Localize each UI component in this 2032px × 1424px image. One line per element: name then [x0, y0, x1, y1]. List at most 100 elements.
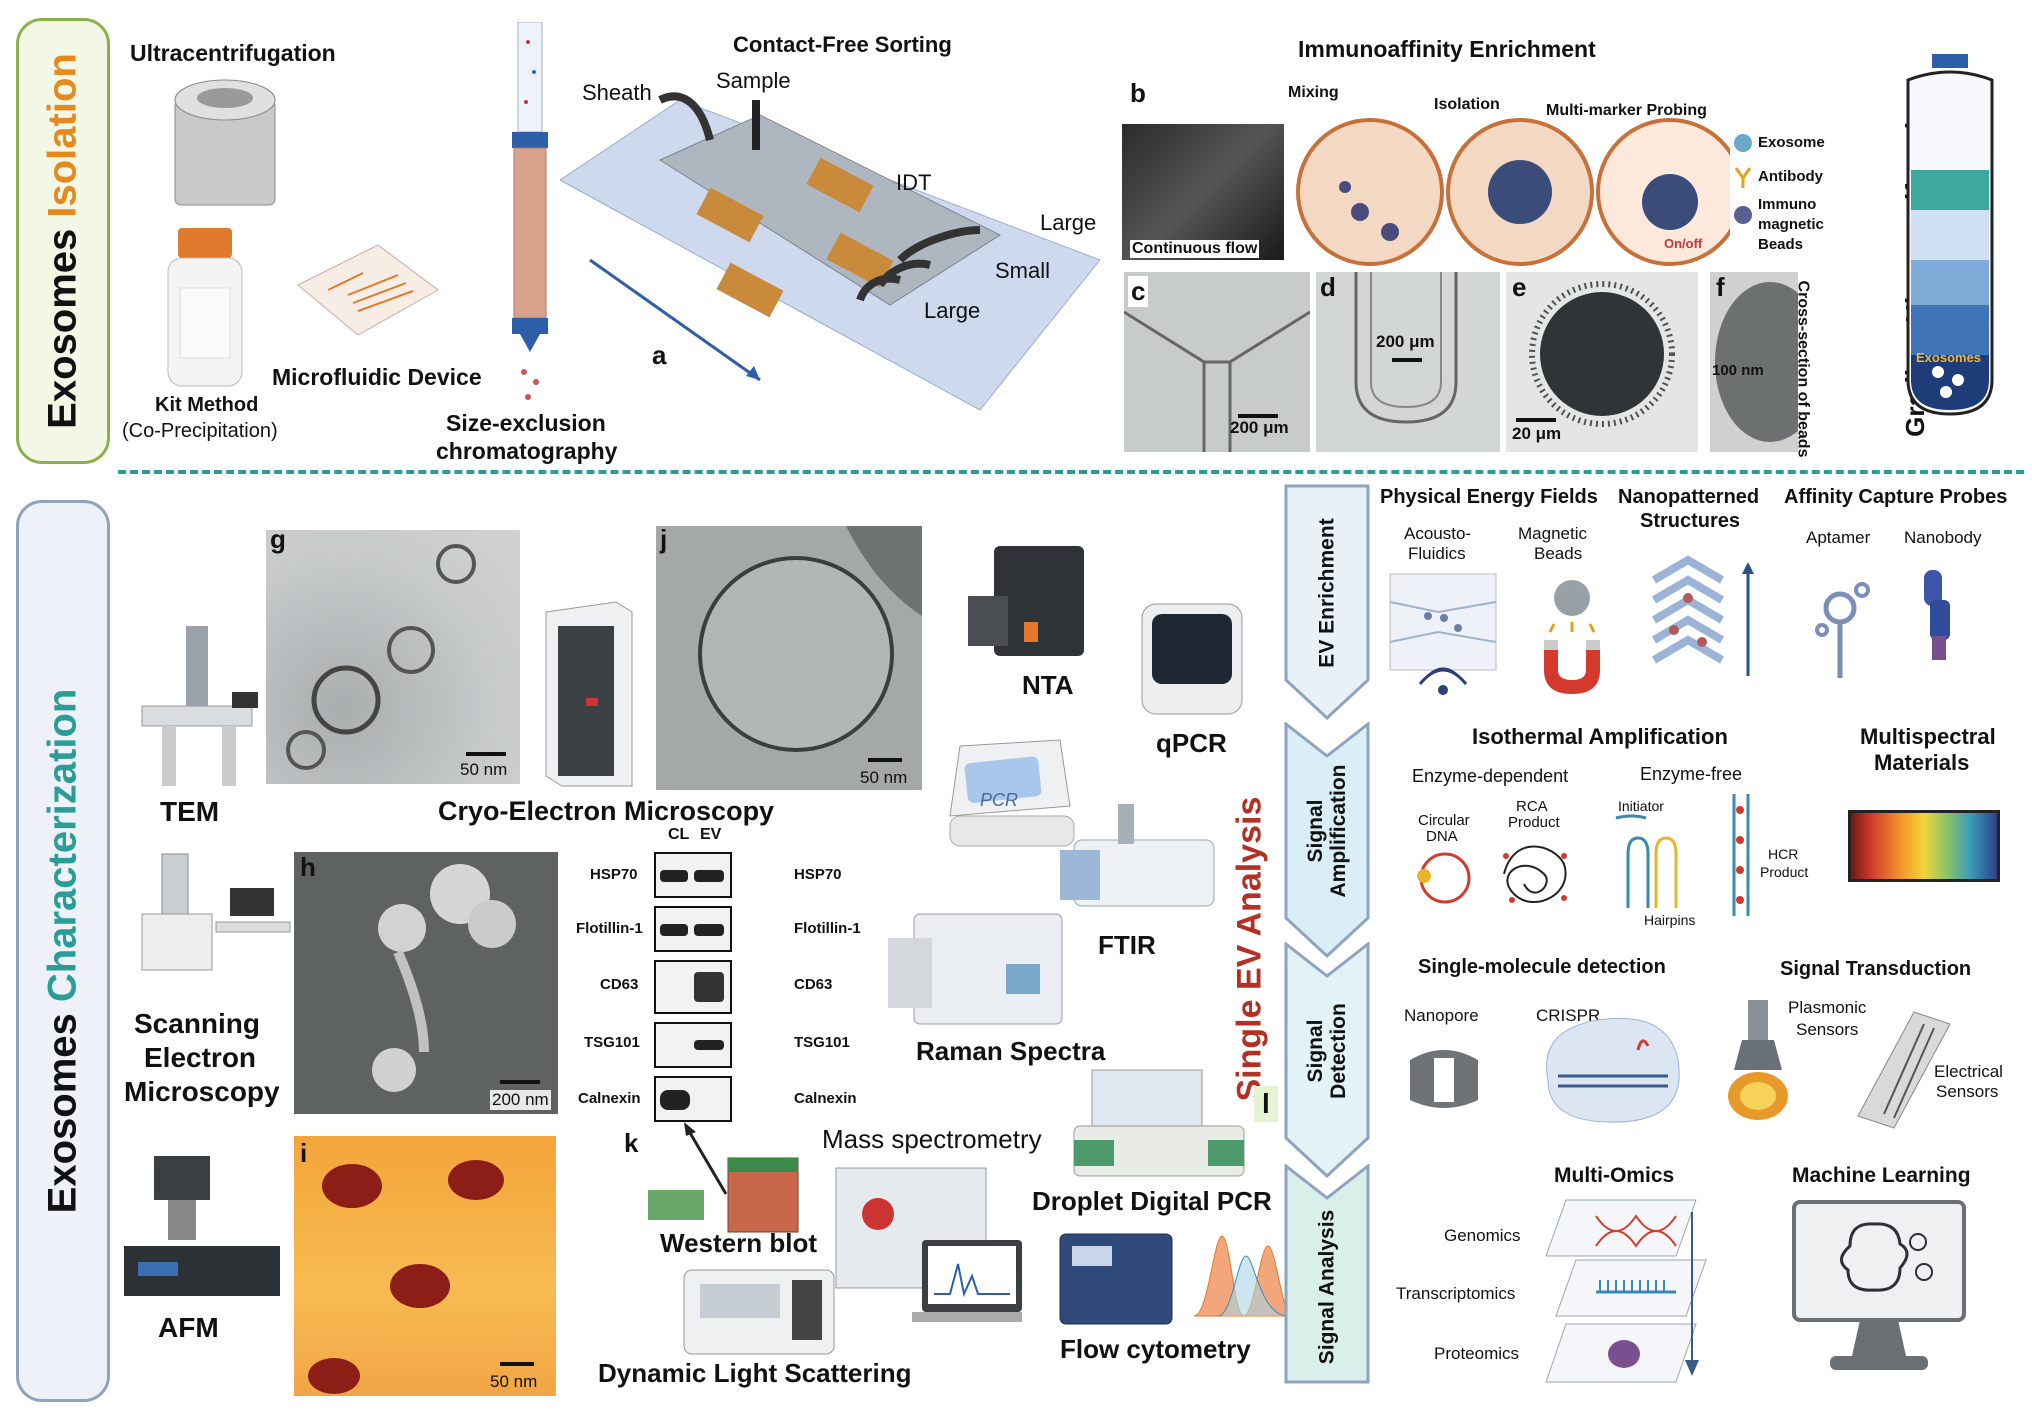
qpcr-label: qPCR: [1156, 728, 1227, 758]
panel-e-letter: e: [1512, 272, 1527, 302]
step-label: Signal Amplification: [1303, 764, 1350, 898]
circular-label-1: Circular: [1418, 812, 1470, 829]
panel-b-letter: b: [1130, 78, 1146, 108]
scale-bar-e: [1516, 418, 1556, 422]
single-molecule-title: Single-molecule detection: [1418, 956, 1666, 978]
panel-a-letter: a: [652, 340, 667, 370]
panel-g-letter: g: [270, 524, 286, 554]
scale-e: 20 μm: [1512, 424, 1562, 443]
contact-free-device: [560, 92, 1100, 411]
contact-free-title: Contact-Free Sorting: [733, 32, 952, 57]
cross-section-label: Cross-section of beads: [1794, 280, 1812, 458]
step-label: Signal Detection: [1303, 1002, 1350, 1099]
wb-row: TSG101 TSG101: [570, 1022, 870, 1072]
rca-label-2: Product: [1508, 814, 1560, 831]
ftir-instrument-icon: [1060, 804, 1215, 907]
wb-lane: [654, 906, 732, 952]
wb-arrow-icon: [684, 1122, 728, 1195]
legend-beads-1: Immuno: [1758, 196, 1817, 213]
multiomics-layers-icon: [1545, 1199, 1707, 1383]
flow-cytometer-icon: [1059, 1233, 1173, 1325]
hcr-label-1: HCR: [1768, 846, 1799, 862]
isolation-tab-title: Exosomes Isolation: [40, 53, 85, 429]
micrograph-i: [294, 1136, 556, 1396]
scale-bar-g: [466, 752, 506, 756]
scale-bar-i: [500, 1362, 534, 1366]
immuno-circles: [1296, 118, 1730, 266]
magnetic-label-2: Beads: [1534, 544, 1583, 563]
panel-d-letter: d: [1320, 272, 1336, 302]
nanopattern-icon: [1651, 555, 1754, 676]
nanobody-icon: [1924, 570, 1950, 660]
large-label-2: Large: [924, 298, 981, 323]
aptamer-label: Aptamer: [1806, 528, 1871, 547]
wb-right-label: CD63: [794, 976, 833, 993]
wb-row: HSP70 HSP70: [570, 852, 870, 902]
col-cl-label: CL: [668, 826, 690, 843]
wb-row: Calnexin Calnexin: [570, 1076, 870, 1126]
ml-monitor-icon: [1792, 1200, 1966, 1370]
transcriptomics-label: Transcriptomics: [1396, 1284, 1516, 1303]
mixing-label: Mixing: [1288, 84, 1339, 101]
scale-bar-d: [1392, 358, 1422, 362]
western-blot-device-icon: [648, 1157, 799, 1233]
raman-instrument-icon: [888, 913, 1063, 1025]
continuous-flow-photo: [1122, 124, 1284, 260]
wb-left-label: TSG101: [584, 1034, 640, 1051]
sample-label: Sample: [716, 68, 791, 93]
afm-instrument-icon: [124, 1156, 280, 1296]
nanopore-icon: [1410, 1050, 1478, 1108]
characterization-section-tab: Exosomes Characterization: [16, 500, 110, 1402]
step-label: Signal Analysis: [1315, 1209, 1339, 1365]
rca-product-icon: [1503, 845, 1567, 904]
tem-instrument-icon: [141, 626, 258, 786]
tem-label: TEM: [160, 796, 220, 827]
legend-exosome-icon: [1734, 134, 1752, 152]
crispr-icon: [1546, 1017, 1680, 1123]
legend-beads-icon: [1734, 206, 1752, 224]
micrograph-e: [1506, 272, 1698, 452]
qpcr-instrument-icon: [1141, 603, 1243, 715]
sec-column-icon: [512, 22, 548, 400]
mass-spec-label: Mass spectrometry: [822, 1124, 1042, 1154]
western-blot-label: Western blot: [660, 1228, 817, 1258]
ftir-label: FTIR: [1098, 930, 1156, 960]
affinity-title: Affinity Capture Probes: [1784, 486, 2008, 508]
scale-h: 200 nm: [490, 1090, 551, 1110]
wb-right-label: Calnexin: [794, 1090, 857, 1107]
small-label: Small: [995, 258, 1051, 283]
pcr-machine-icon: [949, 739, 1075, 847]
multiomics-title: Multi-Omics: [1554, 1164, 1675, 1187]
probing-label: Multi-marker Probing: [1546, 102, 1707, 119]
panel-j-letter: j: [660, 524, 668, 554]
aptamer-icon: [1815, 582, 1870, 678]
panel-k-letter: k: [624, 1128, 639, 1158]
legend-beads-3: Beads: [1758, 236, 1804, 253]
panel-i-letter: i: [300, 1138, 308, 1168]
col-ev-label: EV: [700, 826, 722, 843]
electrical-label-1: Electrical: [1934, 1062, 2003, 1081]
exosomes-tube-label: Exosomes: [1916, 350, 1982, 365]
large-label-1: Large: [1040, 210, 1097, 235]
sheath-label: Sheath: [582, 80, 652, 105]
kit-bottle-icon: [167, 228, 243, 387]
hcr-label-2: Product: [1760, 864, 1809, 880]
nta-label: NTA: [1022, 670, 1074, 700]
scale-f: 100 nm: [1712, 362, 1764, 379]
micrograph-g: [266, 530, 520, 784]
afm-label: AFM: [158, 1312, 219, 1343]
raman-label: Raman Spectra: [916, 1036, 1106, 1066]
step-signal-amplification: Signal Amplification: [1284, 722, 1370, 958]
mass-spec-instrument-icon: [835, 1167, 1022, 1322]
wb-row: Flotillin-1 Flotillin-1: [570, 906, 870, 956]
hcr-product-icon: [1732, 794, 1750, 916]
flow-label: Flow cytometry: [1060, 1334, 1251, 1364]
micrograph-h: [294, 852, 558, 1114]
wb-left-label: Calnexin: [578, 1090, 641, 1107]
scale-c: 200 μm: [1230, 418, 1289, 437]
plasmonic-icon: [1728, 1000, 1788, 1120]
sem-instrument-icon: [141, 853, 291, 971]
ml-title: Machine Learning: [1792, 1164, 1971, 1187]
magnetic-beads-icon: [1544, 580, 1600, 694]
nanopattern-title-2: Structures: [1640, 510, 1741, 532]
